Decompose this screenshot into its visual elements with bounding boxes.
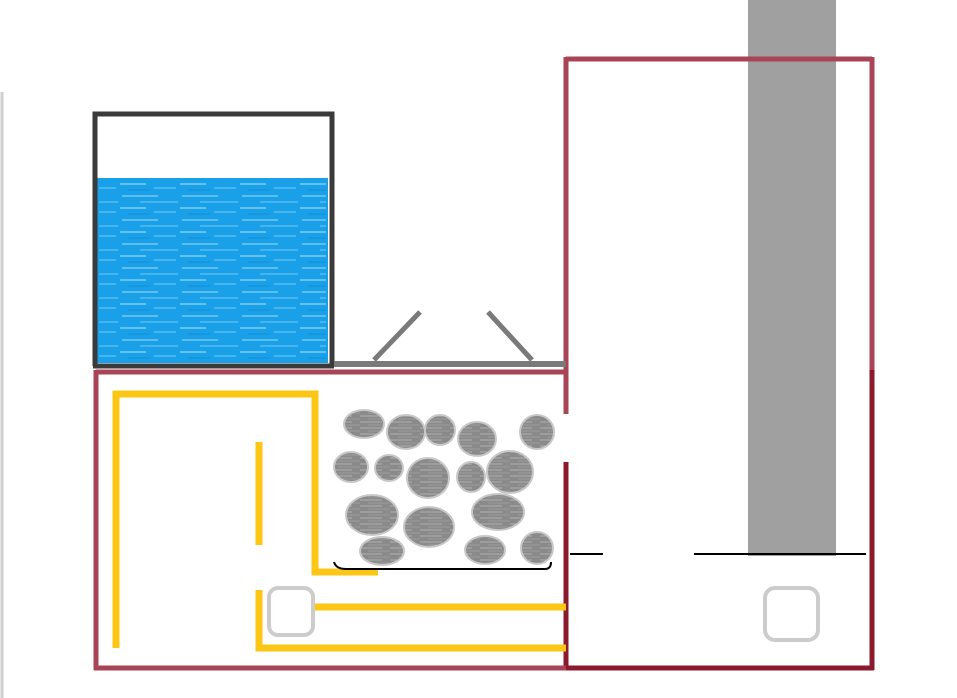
water-tank: [92, 111, 335, 366]
stone: [456, 461, 486, 493]
stone: [520, 531, 554, 565]
stone: [345, 494, 399, 536]
stone: [464, 535, 506, 565]
stone: [424, 414, 456, 446]
stone: [519, 414, 555, 450]
chimney-pipe: [748, 0, 836, 556]
stone: [406, 457, 450, 499]
stone: [343, 409, 385, 439]
wire-connector-node: [267, 586, 315, 637]
stone-grate: [333, 561, 552, 570]
heater-housing: [563, 56, 875, 671]
stones: [333, 409, 555, 566]
heating-wire: [112, 390, 566, 652]
stove-housing: [93, 369, 566, 671]
water-body: [98, 179, 327, 362]
stone: [333, 451, 369, 483]
stone: [457, 421, 497, 457]
stone: [359, 536, 405, 566]
stone: [486, 450, 534, 494]
water-surface-edge: [97, 178, 328, 363]
stone: [386, 414, 426, 450]
stone: [471, 493, 525, 531]
stone: [403, 506, 455, 548]
stone-rack-support: [334, 310, 566, 367]
heater-connector-node: [763, 586, 820, 642]
stone: [374, 454, 404, 482]
